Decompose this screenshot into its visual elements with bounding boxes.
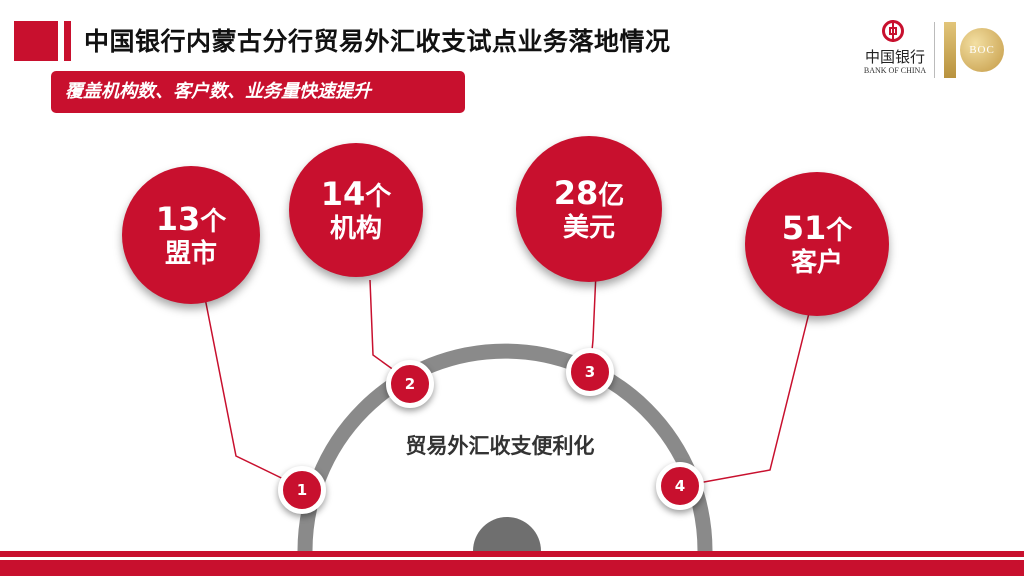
title-accent-bar bbox=[64, 21, 71, 61]
logo-divider bbox=[934, 22, 935, 78]
stat-bubble-clients: 51个 客户 bbox=[745, 172, 889, 316]
arc-node-4: 4 bbox=[656, 462, 704, 510]
bubble-label: 美元 bbox=[562, 212, 615, 243]
bubble-label: 客户 bbox=[790, 247, 843, 278]
arc-ring bbox=[297, 343, 713, 552]
bottom-stripe bbox=[0, 557, 1024, 560]
bubble-unit: 亿 bbox=[598, 181, 625, 212]
bubble-number: 14 bbox=[320, 175, 366, 214]
arc-center-dome bbox=[473, 517, 541, 551]
stat-bubble-institutions: 14个 机构 bbox=[289, 143, 423, 277]
bank-logo: 中国银行 BANK OF CHINA BOC bbox=[860, 18, 1010, 82]
bubble-unit: 个 bbox=[826, 216, 853, 247]
bubble-unit: 个 bbox=[200, 207, 227, 238]
bubble-number: 28 bbox=[553, 174, 599, 213]
subtitle-banner: 覆盖机构数、客户数、业务量快速提升 bbox=[51, 71, 465, 113]
center-label: 贸易外汇收支便利化 bbox=[405, 434, 595, 458]
title-accent-block bbox=[14, 21, 58, 61]
bubble-unit: 个 bbox=[365, 182, 392, 213]
stat-bubble-volume: 28亿 美元 bbox=[516, 136, 662, 282]
arc-node-2: 2 bbox=[386, 360, 434, 408]
bottom-band bbox=[0, 551, 1024, 576]
centennial-emblem-icon bbox=[944, 22, 956, 78]
connector-line-4 bbox=[681, 308, 811, 487]
bubble-label: 机构 bbox=[329, 213, 382, 244]
boc-emblem-icon bbox=[882, 20, 904, 42]
arc-node-3: 3 bbox=[566, 348, 614, 396]
arc-node-1: 1 bbox=[278, 466, 326, 514]
stat-bubble-regions: 13个 盟市 bbox=[122, 166, 260, 304]
page-title: 中国银行内蒙古分行贸易外汇收支试点业务落地情况 bbox=[84, 27, 671, 56]
bubble-label: 盟市 bbox=[164, 238, 217, 269]
connector-line-1 bbox=[204, 297, 303, 489]
bubble-number: 51 bbox=[781, 209, 827, 248]
logo-name-en: BANK OF CHINA bbox=[863, 66, 927, 75]
bubble-number: 13 bbox=[155, 200, 201, 239]
centennial-disc: BOC bbox=[960, 28, 1004, 72]
logo-name-cn: 中国银行 bbox=[864, 48, 925, 66]
